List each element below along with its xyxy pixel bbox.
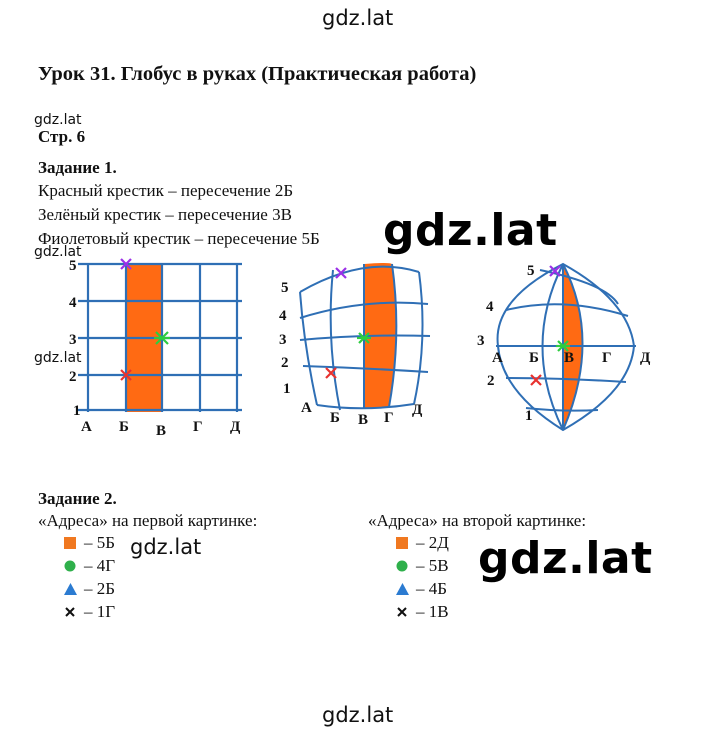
green-cross-icon-3	[556, 340, 570, 352]
left-legend-item-2: – 4Г	[56, 556, 115, 576]
red-cross-icon-2	[325, 367, 337, 379]
left-legend-text-2: – 4Г	[84, 556, 116, 575]
watermark-bottom: gdz.lat	[322, 703, 394, 727]
fig1-row-1: 1	[73, 403, 81, 419]
fig1-row-5: 5	[69, 258, 77, 274]
left-legend-text-4: – 1Г	[84, 602, 116, 621]
watermark-small-2: gdz.lat	[34, 244, 82, 260]
fig1-row-4: 4	[69, 295, 77, 311]
fig1-col-a: А	[81, 419, 92, 435]
figure-flat-grid: 5 4 3 2 1 А Б В Г Д	[69, 258, 242, 439]
task1-line-3: Фиолетовый крестик – пересечение 5Б	[38, 229, 320, 248]
page-number: Стр. 6	[38, 127, 86, 146]
task1-heading: Задание 1.	[38, 158, 117, 177]
watermark-big-2: gdz.lat	[478, 533, 653, 584]
fig2-col-b: Б	[330, 410, 340, 426]
left-legend-text-1: – 5Б	[84, 533, 116, 552]
fig1-col-b: Б	[119, 419, 129, 435]
right-legend-text-2: – 5В	[416, 556, 449, 575]
fig2-row-4: 4	[279, 308, 287, 324]
right-legend-item-3: – 4Б	[388, 579, 447, 599]
purple-cross-icon-3	[549, 265, 561, 277]
task2-heading: Задание 2.	[38, 489, 117, 508]
fig3-row-5: 5	[527, 263, 535, 279]
fig2-col-d: Д	[412, 402, 423, 418]
green-cross-icon	[154, 331, 170, 345]
cross-icon	[56, 607, 84, 617]
orange-square-icon	[388, 537, 416, 549]
fig1-col-d: Д	[230, 419, 241, 435]
fig3-col-b: Б	[529, 350, 539, 366]
task1-line-2: Зелёный крестик – пересечение 3В	[38, 205, 292, 224]
fig1-col-v: В	[156, 423, 166, 439]
task2-right-caption: «Адреса» на второй картинке:	[368, 511, 587, 530]
fig3-col-a: А	[492, 350, 503, 366]
watermark-top: gdz.lat	[322, 6, 394, 30]
right-legend-text-3: – 4Б	[416, 579, 448, 598]
page-title: Урок 31. Глобус в руках (Практическая ра…	[38, 63, 477, 85]
fig2-row-1: 1	[283, 381, 291, 397]
fig2-row-5: 5	[281, 280, 289, 296]
right-legend-text-4: – 1В	[416, 602, 449, 621]
watermark-big-1: gdz.lat	[383, 205, 558, 256]
right-legend-text-1: – 2Д	[416, 533, 449, 552]
watermark-mid: gdz.lat	[130, 535, 202, 559]
fig3-col-d: Д	[640, 350, 651, 366]
task1-line-1: Красный крестик – пересечение 2Б	[38, 181, 294, 200]
fig3-row-3: 3	[477, 333, 485, 349]
purple-cross-icon	[120, 258, 132, 270]
right-legend-item-2: – 5В	[388, 556, 449, 576]
green-circle-icon	[388, 560, 416, 572]
fig2-col-v: В	[358, 412, 368, 428]
fig2-col-a: А	[301, 400, 312, 416]
cross-icon	[388, 607, 416, 617]
watermark-small-1: gdz.lat	[34, 112, 82, 128]
fig1-row-2: 2	[69, 369, 77, 385]
fig2-row-2: 2	[281, 355, 289, 371]
blue-triangle-icon	[388, 583, 416, 595]
fig3-col-g: Г	[602, 350, 612, 366]
red-cross-icon-3	[530, 374, 542, 386]
fig3-row-1: 1	[525, 408, 533, 424]
left-legend-item-1: – 5Б	[56, 533, 115, 553]
figure-curved-grid: 5 4 3 2 1 А Б В Г Д	[279, 263, 431, 428]
right-legend-item-1: – 2Д	[388, 533, 449, 553]
fig2-row-3: 3	[279, 332, 287, 348]
left-legend-item-4: – 1Г	[56, 602, 115, 622]
right-legend-item-4: – 1В	[388, 602, 449, 622]
fig2-col-g: Г	[384, 410, 394, 426]
fig3-row-4: 4	[486, 299, 494, 315]
left-legend-text-3: – 2Б	[84, 579, 116, 598]
blue-triangle-icon	[56, 583, 84, 595]
watermark-small-3: gdz.lat	[34, 350, 82, 366]
figure-globe: 5 4 3 2 1 А Б В Г Д	[477, 262, 651, 432]
left-legend-item-3: – 2Б	[56, 579, 115, 599]
fig3-col-v: В	[564, 350, 574, 366]
fig1-col-g: Г	[193, 419, 203, 435]
red-cross-icon	[120, 369, 132, 381]
fig3-row-2: 2	[487, 373, 495, 389]
orange-square-icon	[56, 537, 84, 549]
green-cross-icon-2	[357, 332, 371, 344]
fig1-row-3: 3	[69, 332, 77, 348]
green-circle-icon	[56, 560, 84, 572]
task2-left-caption: «Адреса» на первой картинке:	[38, 511, 258, 530]
purple-cross-icon-2	[335, 267, 347, 279]
